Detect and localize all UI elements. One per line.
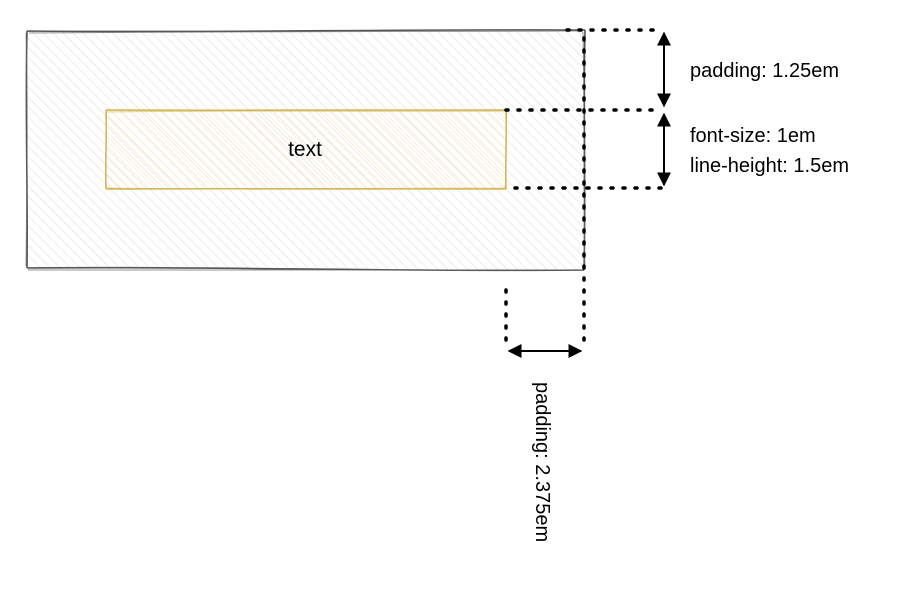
padding-vertical-label: padding: 1.25em	[690, 60, 839, 82]
font-size-label: font-size: 1em	[690, 125, 816, 147]
padding-horizontal-label: padding: 2.375em	[531, 382, 553, 542]
line-height-label: line-height: 1.5em	[690, 155, 849, 177]
inner-text: text	[288, 138, 322, 161]
dimension-arrows	[507, 31, 671, 358]
inner-text-box: text	[104, 108, 508, 191]
dotted-guides	[504, 28, 664, 350]
